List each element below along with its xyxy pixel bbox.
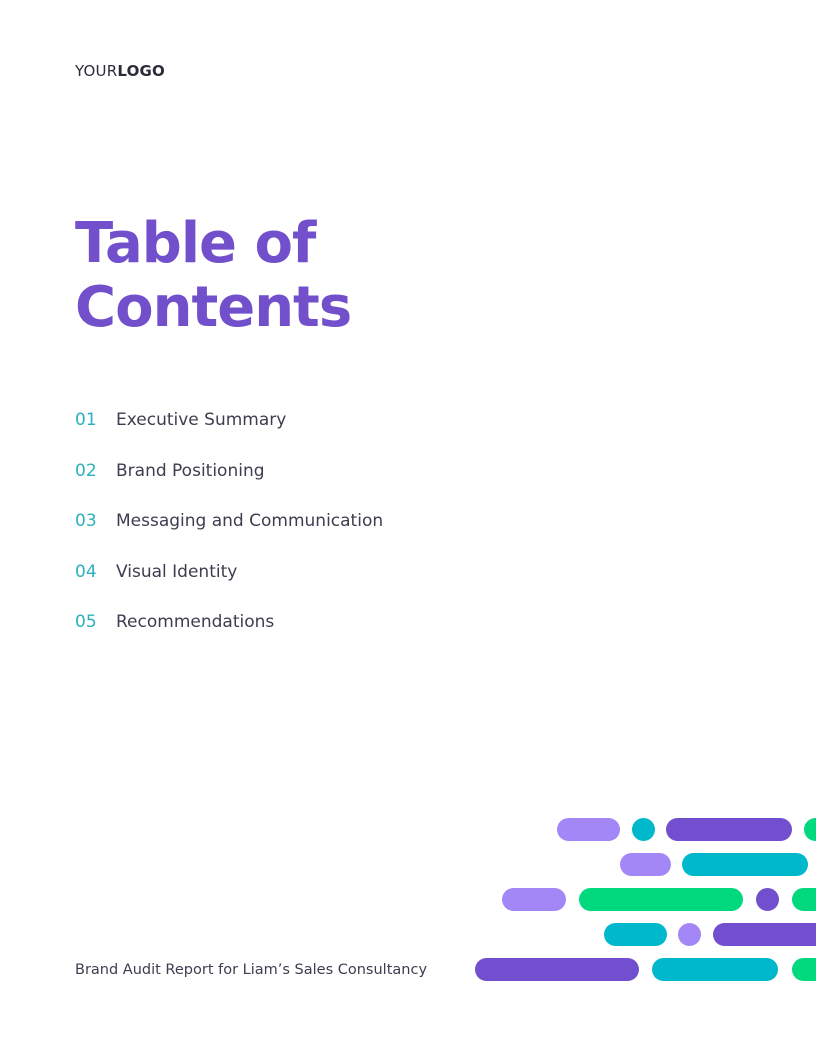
toc-item[interactable]: 01 Executive Summary [75, 410, 383, 461]
toc-number: 04 [75, 561, 97, 582]
decor-pill [682, 853, 808, 876]
decor-pill [804, 818, 816, 841]
decor-pill [579, 888, 743, 911]
decor-dot [678, 923, 701, 946]
decor-pill [475, 958, 639, 981]
decor-pill [713, 923, 816, 946]
toc-label: Executive Summary [116, 410, 287, 430]
toc-label: Messaging and Communication [116, 511, 384, 531]
title-line-1: Table of [75, 211, 316, 276]
toc-number: 02 [75, 460, 97, 481]
decor-pill [792, 888, 816, 911]
decor-pill [652, 958, 778, 981]
footer-report-title: Brand Audit Report for Liam’s Sales Cons… [75, 962, 428, 978]
decor-pill [620, 853, 671, 876]
title-line-2: Contents [75, 275, 352, 340]
company-logo: YOURLOGO [75, 62, 165, 80]
decor-dot [632, 818, 655, 841]
logo-bold-text: LOGO [117, 62, 165, 80]
toc-number: 03 [75, 511, 97, 531]
toc-number: 01 [75, 410, 97, 430]
toc-label: Visual Identity [116, 561, 238, 582]
toc-item[interactable]: 03 Messaging and Communication [75, 511, 383, 562]
decor-pill [666, 818, 792, 841]
toc-item[interactable]: 05 Recommendations [75, 612, 383, 663]
toc-label: Recommendations [116, 612, 275, 632]
decor-pill [792, 958, 816, 981]
decor-pill [502, 888, 566, 911]
toc-number: 05 [75, 612, 97, 632]
decor-dot [756, 888, 779, 911]
logo-light-text: YOUR [75, 62, 118, 80]
toc-item[interactable]: 02 Brand Positioning [75, 461, 383, 512]
decor-pill [557, 818, 620, 841]
toc-label: Brand Positioning [116, 460, 265, 481]
decor-pill [604, 923, 667, 946]
toc-item[interactable]: 04 Visual Identity [75, 562, 383, 613]
